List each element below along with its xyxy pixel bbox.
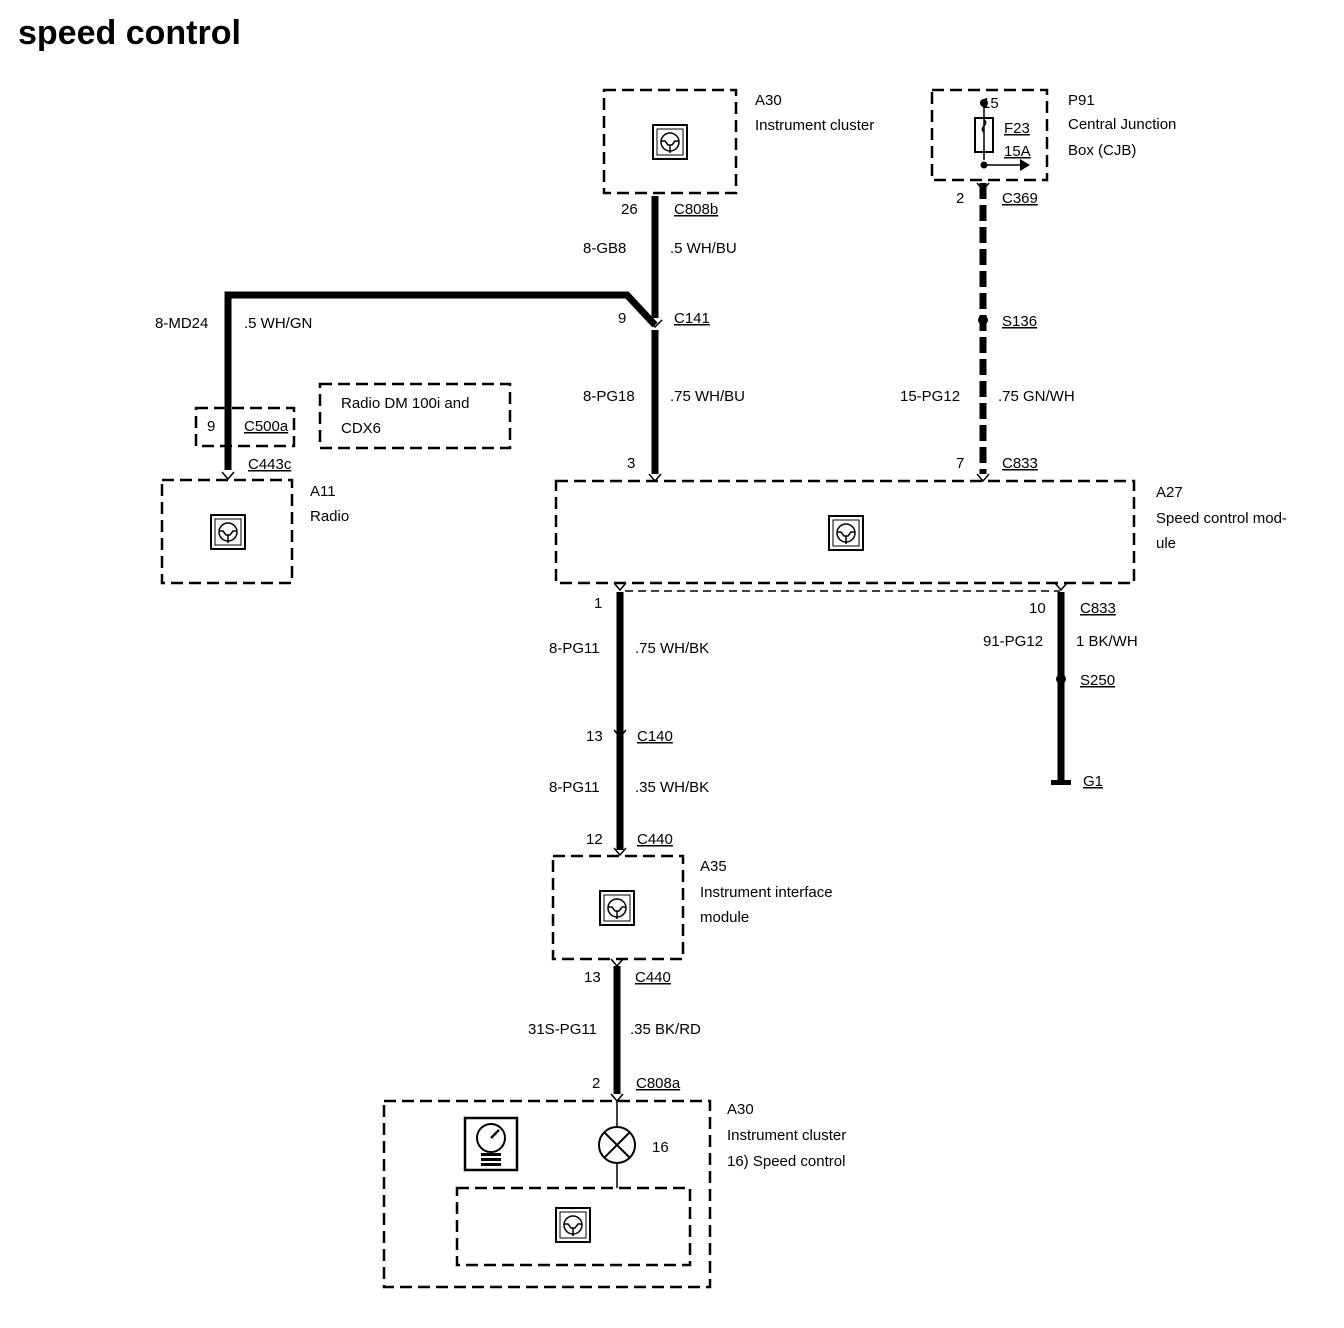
md24-spec: .5 WH/GN (244, 315, 312, 332)
c140-symbol (613, 729, 627, 739)
c808b-id: C808b (674, 201, 718, 218)
a30-bottom-name: Instrument cluster (727, 1127, 846, 1144)
a27-in-pin3: 3 (627, 455, 635, 472)
c140-id: C140 (637, 728, 673, 745)
a30-bottom-ref: A30 (727, 1101, 754, 1118)
c500a-box (194, 406, 296, 448)
c500a-id: C500a (244, 418, 289, 435)
a35-name-1: Instrument interface (700, 884, 833, 901)
fuse-element (981, 103, 987, 160)
c833-in-id: C833 (1002, 455, 1038, 472)
fuse-rating: 15A (1004, 143, 1031, 160)
c440-symbol (613, 847, 627, 857)
c443c-symbol (221, 471, 235, 481)
module-icon (599, 890, 635, 926)
gb8-spec: .5 WH/BU (670, 240, 737, 257)
c500a-pin: 9 (207, 418, 215, 435)
page-title: speed control (18, 14, 241, 52)
a30-top-name: Instrument cluster (755, 117, 874, 134)
module-icon (652, 124, 688, 160)
a35-ref: A35 (700, 858, 727, 875)
wire-md24 (224, 291, 658, 470)
pg11a-circuit: 8-PG11 (549, 640, 600, 657)
a27-name-1: Speed control mod- (1156, 510, 1287, 527)
c369-id: C369 (1002, 190, 1038, 207)
pg12a-spec: .75 GN/WH (998, 388, 1075, 405)
c141-id: C141 (674, 310, 710, 327)
pg11b-circuit: 8-PG11 (549, 779, 600, 796)
a27-ref: A27 (1156, 484, 1183, 501)
c140-pin: 13 (586, 728, 603, 745)
c833-symbol (613, 582, 627, 592)
a30-inner-box (455, 1186, 692, 1267)
c833-symbol (976, 473, 990, 483)
a30-bottom-box (382, 1099, 712, 1289)
pg11c-circuit: 31S-PG11 (528, 1021, 597, 1038)
ground-icon (1051, 780, 1071, 785)
c440-in-id: C440 (637, 831, 673, 848)
s250-id: S250 (1080, 672, 1115, 689)
module-icon (828, 515, 864, 551)
c808a-pin: 2 (592, 1075, 600, 1092)
a35-name-2: module (700, 909, 749, 926)
module-icon (210, 514, 246, 550)
fuse-id: F23 (1004, 120, 1030, 137)
s136-id: S136 (1002, 313, 1037, 330)
radio-variant-box (318, 382, 512, 450)
a11-box (160, 478, 294, 585)
module-icon (555, 1207, 591, 1243)
a11-name: Radio (310, 508, 349, 525)
a30-bottom-note: 16) Speed control (727, 1153, 845, 1170)
gb8-circuit: 8-GB8 (583, 240, 626, 257)
c440-out-pin: 13 (584, 969, 601, 986)
c440-out-id: C440 (635, 969, 671, 986)
radio-variant-line2: CDX6 (341, 420, 381, 437)
a27-out-pin10: 10 (1029, 600, 1046, 617)
s136-splice (978, 315, 988, 325)
pg11b-spec: .35 WH/BK (635, 779, 709, 796)
bulb-number: 16 (652, 1139, 669, 1156)
a30-top-ref: A30 (755, 92, 782, 109)
arrow-right-icon (1020, 159, 1030, 171)
pg12b-circuit: 91-PG12 (983, 633, 1043, 650)
md24-circuit: 8-MD24 (155, 315, 208, 332)
a11-ref: A11 (310, 483, 336, 500)
c808a-id: C808a (636, 1075, 681, 1092)
gauge-icon (463, 1116, 519, 1172)
c369-symbol (976, 182, 990, 192)
c808b-pin: 26 (621, 201, 638, 218)
pg12a-circuit: 15-PG12 (900, 388, 960, 405)
p91-name-1: Central Junction (1068, 116, 1176, 133)
c141-pin: 9 (618, 310, 626, 327)
a27-box (554, 479, 1136, 585)
a30-top-box (602, 88, 738, 195)
a27-in-pin7: 7 (956, 455, 964, 472)
p91-pin: 15 (982, 95, 999, 112)
pg18-circuit: 8-PG18 (583, 388, 635, 405)
a35-box (551, 854, 685, 961)
pg18-spec: .75 WH/BU (670, 388, 745, 405)
a27-out-pin1: 1 (594, 595, 602, 612)
c141-symbol (647, 319, 663, 329)
p91-ref: P91 (1068, 92, 1095, 109)
pg12b-spec: 1 BK/WH (1076, 633, 1138, 650)
pg11c-spec: .35 BK/RD (630, 1021, 701, 1038)
radio-variant-line1: Radio DM 100i and (341, 395, 469, 412)
p91-box (930, 88, 1049, 182)
c443c-id: C443c (248, 456, 292, 473)
c833-symbol (1054, 582, 1068, 592)
c369-pin: 2 (956, 190, 964, 207)
pg11a-spec: .75 WH/BK (635, 640, 709, 657)
g1-id: G1 (1083, 773, 1103, 790)
a27-name-2: ule (1156, 535, 1176, 552)
p91-name-2: Box (CJB) (1068, 142, 1136, 159)
c833-out-id: C833 (1080, 600, 1116, 617)
bulb-cross (603, 1131, 631, 1159)
c440-in-pin: 12 (586, 831, 603, 848)
s250-splice (1056, 674, 1066, 684)
